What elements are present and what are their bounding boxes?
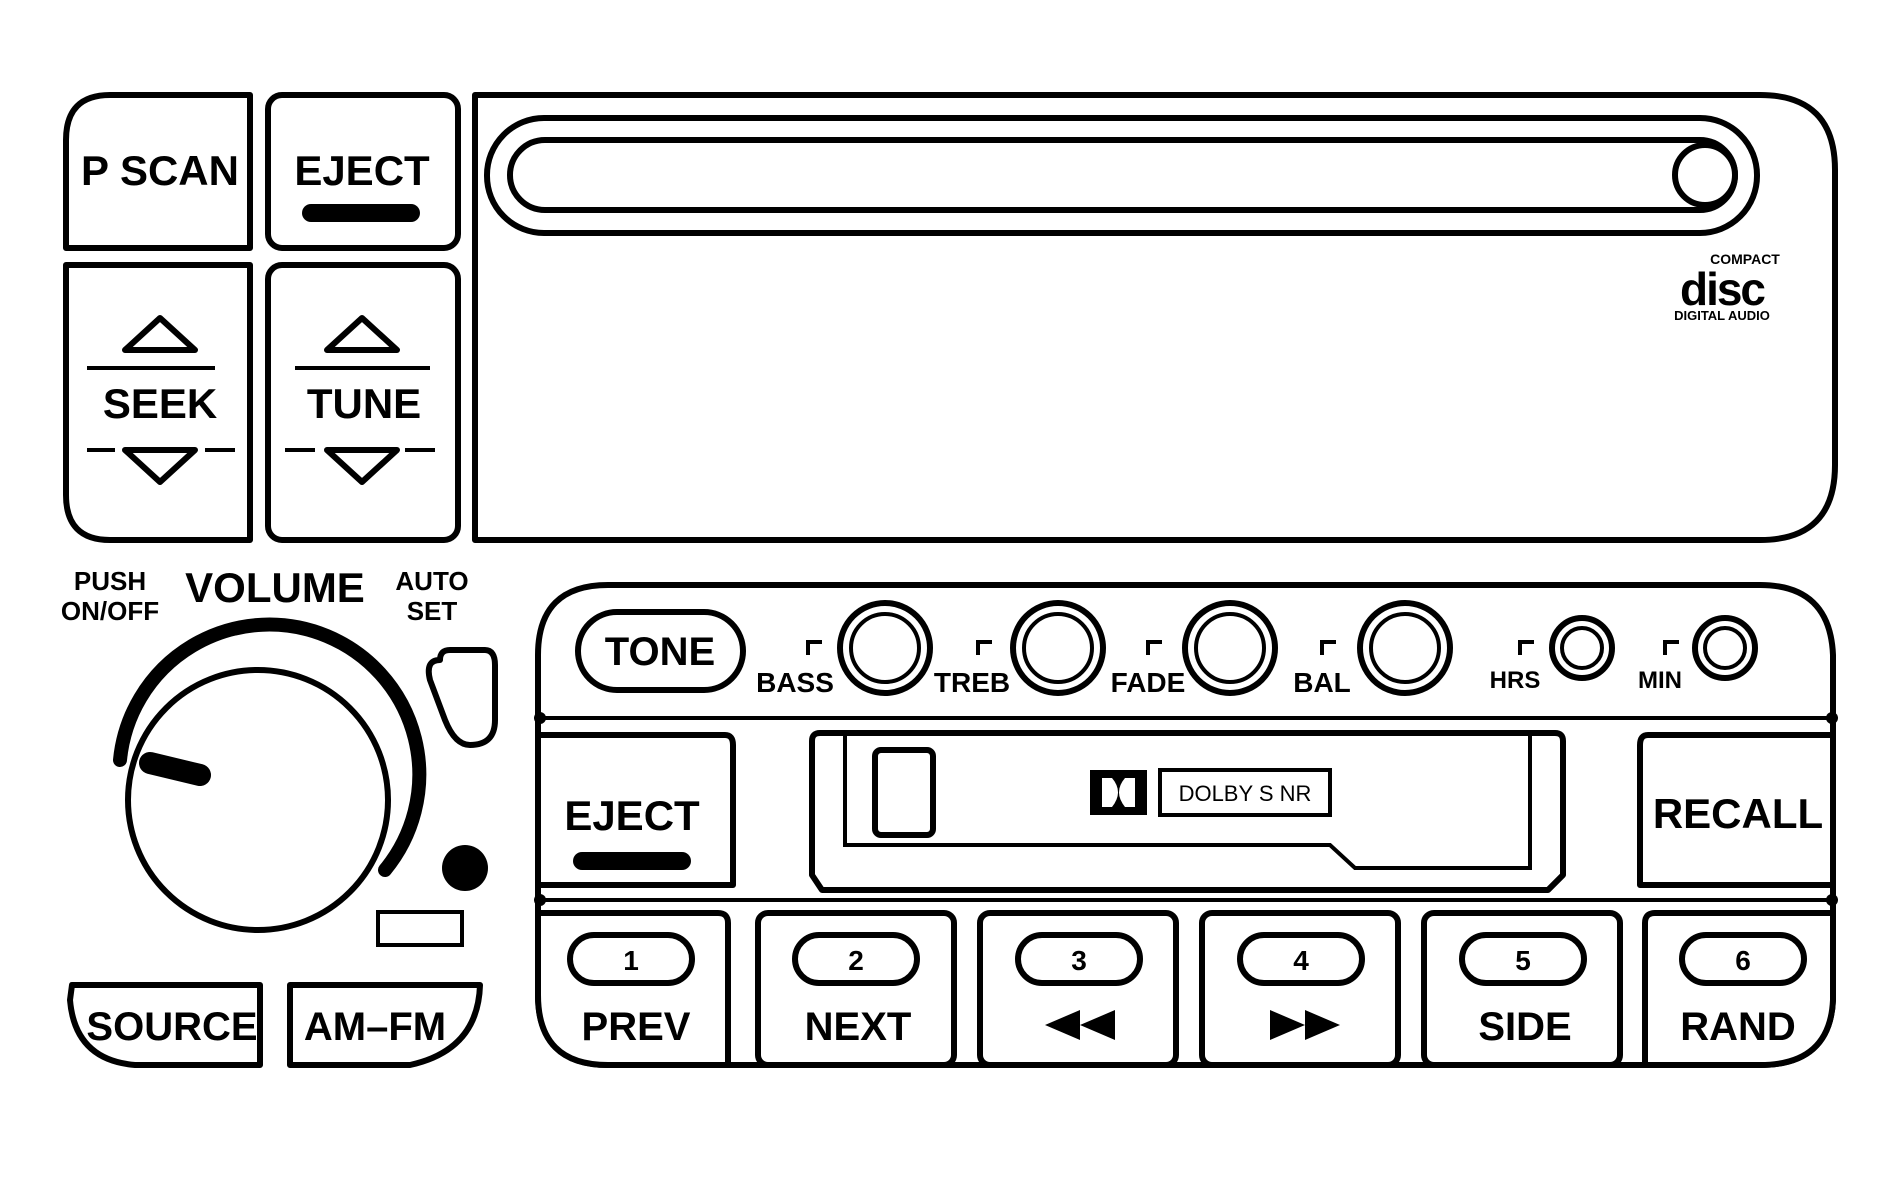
- preset-number: 3: [1071, 945, 1087, 976]
- compact-disc-logo: COMPACT disc DIGITAL AUDIO: [1674, 251, 1780, 323]
- am-fm-button[interactable]: AM–FM: [287, 982, 483, 1068]
- preset-number-badge: [1679, 932, 1807, 986]
- preset-number: 5: [1515, 945, 1531, 976]
- eject-cd-label: EJECT: [294, 147, 430, 194]
- preset-number-badge: [792, 932, 920, 986]
- treb-knob[interactable]: TREB: [934, 600, 1106, 698]
- hrs-label: HRS: [1490, 667, 1541, 694]
- tune-down-icon: [324, 447, 400, 485]
- preset-label: SIDE: [1478, 1005, 1571, 1049]
- fast-forward-icon: [1270, 1010, 1340, 1040]
- recall-button[interactable]: RECALL: [1637, 732, 1836, 888]
- preset-3-button[interactable]: 3: [977, 910, 1179, 1068]
- p-scan-label: P SCAN: [81, 147, 239, 194]
- preset-4-button[interactable]: 4: [1199, 910, 1401, 1068]
- tune-up-icon: [324, 315, 400, 353]
- fade-label: FADE: [1111, 667, 1186, 698]
- svg-text:disc: disc: [1680, 263, 1765, 315]
- volume-arc-icon: [113, 617, 427, 877]
- volume-label: VOLUME: [185, 564, 365, 611]
- min-button[interactable]: MIN: [1638, 615, 1758, 694]
- tune-button[interactable]: TUNE: [265, 262, 461, 543]
- auto-label: AUTO: [395, 566, 468, 596]
- cd-slot-panel: COMPACT disc DIGITAL AUDIO: [472, 92, 1838, 543]
- preset-number: 4: [1293, 945, 1309, 976]
- hrs-button[interactable]: HRS: [1490, 615, 1615, 694]
- am-fm-label: AM–FM: [304, 1005, 446, 1049]
- preset-number-badge: [1237, 932, 1365, 986]
- p-scan-button[interactable]: P SCAN: [63, 92, 253, 251]
- push-label: PUSH: [74, 566, 146, 596]
- eject-bar-icon: [573, 852, 691, 870]
- display-window: [376, 910, 464, 947]
- source-label: SOURCE: [86, 1005, 257, 1049]
- eject-tape-label: EJECT: [564, 792, 700, 839]
- preset-1-button[interactable]: 1 PREV: [535, 910, 731, 1068]
- volume-indicator-icon: [139, 752, 211, 786]
- dolby-label: DOLBY S NR: [1179, 781, 1312, 806]
- on-off-label: ON/OFF: [61, 596, 159, 626]
- dolby-badge: [1158, 768, 1332, 817]
- preset-6-button[interactable]: 6 RAND: [1642, 910, 1836, 1068]
- seek-button[interactable]: SEEK: [63, 262, 253, 543]
- preset-2-button[interactable]: 2 NEXT: [755, 910, 957, 1068]
- preset-label: RAND: [1680, 1005, 1796, 1049]
- bal-label: BAL: [1293, 667, 1351, 698]
- indicator-light: [442, 845, 488, 891]
- preset-number-badge: [1459, 932, 1587, 986]
- preset-number-badge: [567, 932, 695, 986]
- seek-up-icon: [122, 315, 198, 353]
- preset-number-badge: [1015, 932, 1143, 986]
- tone-button[interactable]: TONE: [575, 609, 746, 693]
- treb-label: TREB: [934, 667, 1010, 698]
- cassette-window-icon: [872, 747, 936, 838]
- preset-number: 2: [848, 945, 864, 976]
- preset-label: NEXT: [805, 1005, 912, 1049]
- preset-5-button[interactable]: 5 SIDE: [1421, 910, 1623, 1068]
- set-label: SET: [407, 596, 458, 626]
- rewind-icon: [1045, 1010, 1115, 1040]
- dolby-logo-icon: [1090, 770, 1147, 815]
- fade-knob[interactable]: FADE: [1111, 600, 1278, 698]
- seek-label: SEEK: [103, 380, 217, 427]
- preset-label: PREV: [582, 1005, 691, 1049]
- volume-knob[interactable]: [113, 617, 427, 933]
- preset-number: 1: [623, 945, 639, 976]
- bal-knob[interactable]: BAL: [1293, 600, 1453, 698]
- recall-label: RECALL: [1653, 790, 1823, 837]
- bass-label: BASS: [756, 667, 834, 698]
- tune-label: TUNE: [307, 380, 421, 427]
- min-label: MIN: [1638, 667, 1682, 694]
- tone-label: TONE: [605, 630, 715, 674]
- auto-set-button[interactable]: [425, 647, 498, 748]
- eject-tape-button[interactable]: EJECT: [535, 732, 736, 888]
- eject-cd-button[interactable]: EJECT: [265, 92, 461, 251]
- svg-text:DIGITAL AUDIO: DIGITAL AUDIO: [1674, 308, 1770, 323]
- preset-number: 6: [1735, 945, 1751, 976]
- eject-bar-icon: [302, 204, 420, 222]
- cassette-door[interactable]: DOLBY S NR: [809, 730, 1566, 893]
- seek-down-icon: [122, 447, 198, 485]
- bass-knob[interactable]: BASS: [756, 600, 933, 698]
- cd-slot[interactable]: [507, 137, 1738, 213]
- cd-slot-end-icon: [1672, 142, 1738, 208]
- source-button[interactable]: SOURCE: [67, 982, 263, 1068]
- svg-text:COMPACT: COMPACT: [1710, 251, 1780, 267]
